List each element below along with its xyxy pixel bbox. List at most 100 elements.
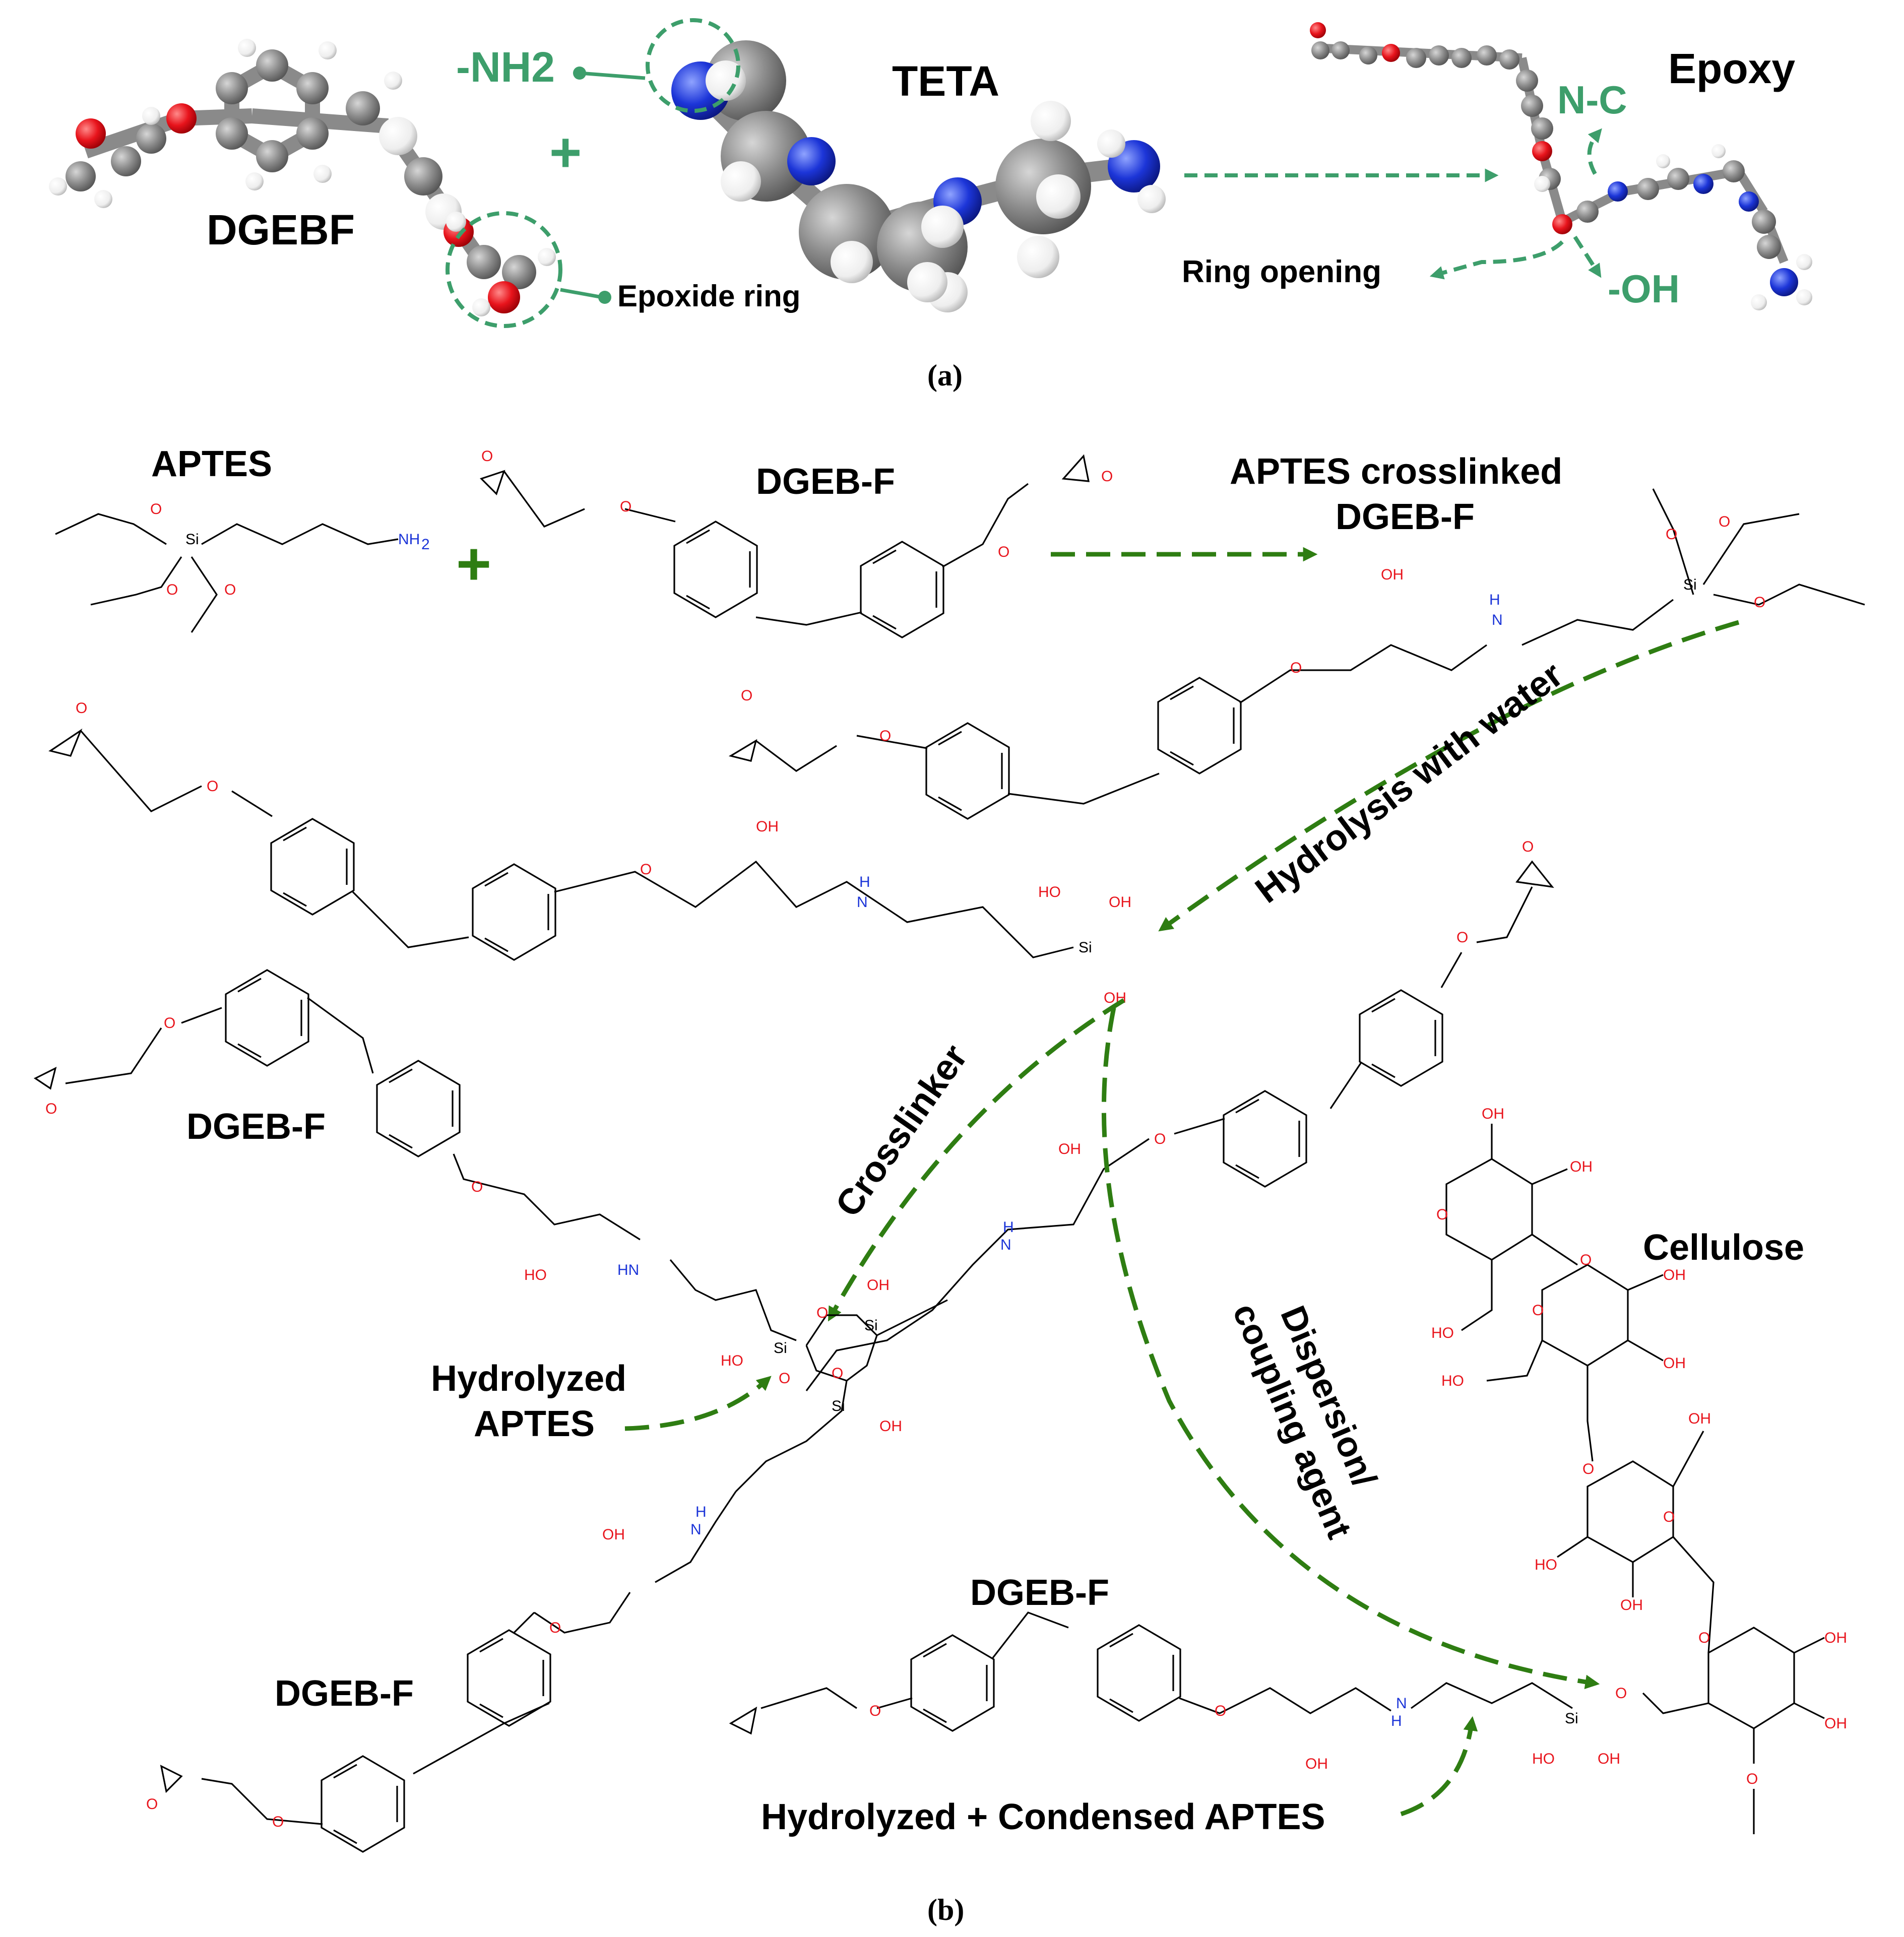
panel-b: APTES O Si O O NH 2 + O O O O (33, 444, 1865, 1926)
svg-text:OH: OH (1381, 566, 1404, 583)
svg-text:O: O (1754, 594, 1765, 611)
svg-text:OH: OH (1824, 1630, 1847, 1646)
label-plus-a: + (549, 121, 582, 183)
svg-text:N: N (690, 1521, 702, 1538)
svg-text:O: O (1580, 1252, 1592, 1268)
svg-text:O: O (832, 1365, 843, 1382)
cellulose-structure: OH OH O O HO OH O HO OH O OH O HO OH O O… (1431, 1106, 1847, 1834)
svg-text:2: 2 (421, 536, 430, 553)
svg-text:H: H (1391, 1713, 1402, 1729)
svg-text:O: O (1666, 526, 1677, 543)
svg-text:O: O (1101, 468, 1113, 485)
svg-text:O: O (224, 582, 236, 598)
svg-text:O: O (272, 1814, 284, 1830)
svg-text:OH: OH (1570, 1158, 1593, 1175)
svg-text:O: O (1582, 1461, 1594, 1477)
condensed-aptes-arrow (1400, 1716, 1478, 1817)
label-hydrolyzed-aptes-2: APTES (474, 1404, 595, 1444)
svg-text:N: N (1492, 612, 1503, 628)
svg-text:O: O (1456, 929, 1468, 946)
svg-text:OH: OH (602, 1526, 625, 1543)
aptes-structure: O Si O O NH 2 (55, 501, 430, 633)
aptes-crosslinked-structure: O O O OH H N Si O O O (728, 488, 1865, 820)
svg-text:O: O (1746, 1771, 1758, 1787)
svg-text:O: O (1436, 1206, 1448, 1223)
label-cellulose: Cellulose (1643, 1228, 1804, 1268)
svg-text:OH: OH (1482, 1106, 1504, 1122)
svg-text:O: O (1522, 838, 1534, 855)
label-dgebf-bottom-left: DGEB-F (275, 1673, 414, 1714)
svg-text:Si: Si (832, 1398, 845, 1414)
svg-text:H: H (695, 1504, 707, 1520)
label-dgebf: DGEBF (207, 206, 355, 253)
label-nh2: -NH2 (456, 43, 555, 91)
label-crosslinker: Crosslinker (828, 1038, 976, 1224)
svg-text:OH: OH (1305, 1756, 1328, 1772)
svg-text:O: O (779, 1370, 790, 1387)
svg-text:Si: Si (1683, 576, 1697, 593)
hydrolyzed-aptes-structure: O O O OH H N Si HO OH OH (48, 700, 1131, 1006)
label-epoxy: Epoxy (1668, 45, 1795, 92)
panel-a: DGEBF Epoxide ring -NH2 + (49, 18, 1812, 392)
svg-text:HO: HO (1535, 1557, 1557, 1573)
svg-text:O: O (1615, 1685, 1627, 1702)
svg-text:O: O (869, 1703, 881, 1719)
label-aptes: APTES (151, 444, 272, 484)
svg-text:O: O (879, 728, 891, 744)
svg-text:NH: NH (398, 531, 420, 548)
svg-text:OH: OH (1058, 1141, 1081, 1157)
svg-text:HO: HO (1532, 1751, 1555, 1767)
svg-text:N: N (857, 894, 868, 911)
epoxy-product-model (1310, 22, 1812, 310)
dgebf-top-structure: O O O O (480, 448, 1113, 638)
svg-text:HO: HO (1431, 1325, 1454, 1341)
svg-text:Si: Si (185, 531, 199, 548)
svg-text:O: O (1290, 660, 1302, 676)
svg-text:OH: OH (1598, 1751, 1620, 1767)
svg-text:O: O (1215, 1703, 1226, 1719)
svg-text:O: O (207, 778, 218, 795)
svg-text:O: O (146, 1796, 158, 1813)
svg-text:O: O (1698, 1630, 1710, 1646)
label-dgebf-top: DGEB-F (756, 462, 895, 502)
dgebf-left-structure: O O O HO HN (33, 969, 797, 1341)
svg-text:O: O (640, 861, 652, 878)
svg-text:HO: HO (721, 1352, 743, 1369)
dispersion-arrow (1101, 1007, 1600, 1690)
svg-text:OH: OH (867, 1277, 890, 1294)
hydrolyzed-aptes-arrow (624, 1376, 772, 1431)
svg-text:H: H (1489, 592, 1500, 608)
dgebf-bottom-left-structure: OH H N O O O (146, 1491, 737, 1853)
label-dgebf-left: DGEB-F (186, 1107, 326, 1147)
svg-text:OH: OH (1620, 1597, 1643, 1613)
svg-text:O: O (816, 1305, 828, 1321)
svg-text:H: H (859, 874, 870, 890)
svg-text:OH: OH (1663, 1355, 1686, 1372)
svg-text:O: O (76, 700, 87, 717)
svg-text:N: N (1396, 1695, 1407, 1712)
svg-text:Si: Si (774, 1340, 787, 1357)
svg-text:O: O (45, 1101, 57, 1117)
svg-text:H: H (1003, 1219, 1014, 1236)
svg-text:O: O (164, 1015, 175, 1031)
label-plus-b: + (456, 530, 491, 598)
svg-text:OH: OH (1824, 1715, 1847, 1732)
svg-text:O: O (1663, 1509, 1675, 1525)
label-hydrolysis: Hydrolysis with water (1248, 654, 1570, 911)
svg-text:OH: OH (879, 1418, 902, 1435)
label-dgebf-bottom: DGEB-F (970, 1573, 1109, 1613)
epoxide-ring-highlight (446, 211, 562, 328)
svg-text:O: O (741, 687, 752, 704)
label-oh: -OH (1608, 267, 1680, 311)
crosslinker-arrow (828, 998, 1125, 1322)
label-condensed-aptes: Hydrolyzed + Condensed APTES (761, 1797, 1325, 1837)
siloxane-ring: Si O Si OH O O Si HO OH (721, 1277, 948, 1493)
svg-text:O: O (1532, 1302, 1544, 1319)
label-hydrolyzed-aptes-1: Hydrolyzed (431, 1359, 626, 1399)
svg-text:Si: Si (1565, 1710, 1578, 1727)
svg-text:O: O (549, 1620, 561, 1636)
svg-text:N: N (1000, 1237, 1011, 1253)
svg-text:OH: OH (1109, 894, 1131, 911)
label-nc: N-C (1557, 78, 1627, 122)
caption-b: (b) (927, 1893, 964, 1926)
